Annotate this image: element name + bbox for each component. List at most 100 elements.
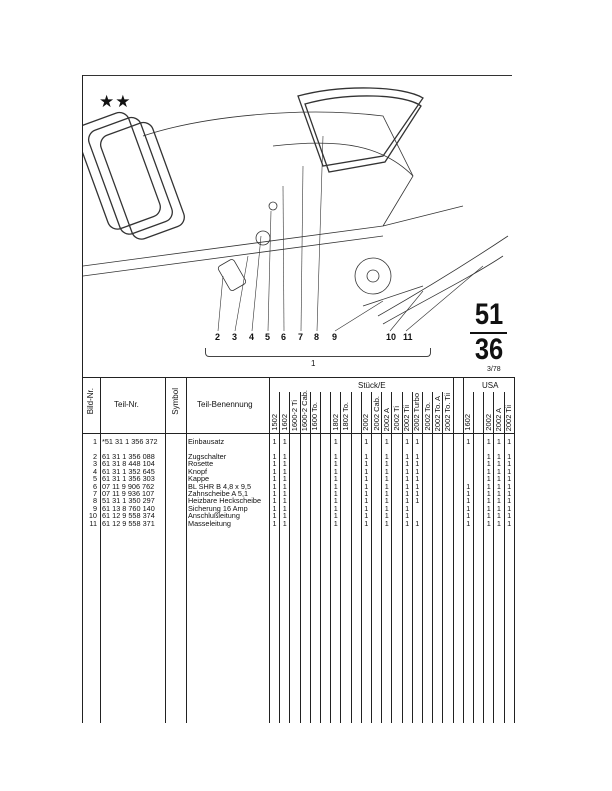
header-teil-benennung: Teil-Benennung — [197, 400, 253, 409]
row-quantity: 1 — [405, 459, 410, 469]
row-quantity: 1 — [364, 466, 369, 476]
exploded-view-illustration — [83, 87, 509, 332]
column-divider — [493, 392, 495, 723]
row-quantity: 1 — [282, 466, 287, 476]
callout-6: 6 — [281, 332, 287, 342]
row-quantity: 1 — [282, 459, 287, 469]
column-divider — [186, 377, 187, 723]
row-teil-nr: 61 31 8 448 104 — [102, 459, 155, 469]
row-teil-nr: *51 31 1 356 372 — [102, 437, 158, 446]
row-quantity: 1 — [507, 503, 512, 513]
callout-3: 3 — [232, 332, 238, 342]
row-bild-nr: 11 — [89, 518, 97, 528]
row-quantity: 1 — [384, 459, 389, 469]
row-teil-benennung: Heizbare Heckscheibe — [188, 496, 262, 506]
row-quantity: 1 — [364, 489, 369, 498]
row-quantity: 1 — [405, 452, 410, 461]
row-quantity: 1 — [415, 496, 420, 506]
model-column-header: 1802 To. — [340, 402, 350, 431]
frame-left-border — [82, 75, 83, 723]
row-quantity: 1 — [384, 474, 389, 484]
column-divider — [473, 392, 474, 723]
frame-top-border — [82, 75, 512, 76]
model-column-header: 2002 A — [493, 407, 503, 431]
row-quantity: 1 — [272, 496, 277, 506]
row-teil-benennung: Kappe — [188, 474, 210, 484]
column-divider — [289, 392, 291, 723]
row-quantity: 1 — [486, 459, 491, 469]
row-quantity: 1 — [466, 481, 471, 491]
model-column-header: 2002 Ti — [391, 406, 401, 431]
model-column-header: 2002 Tii — [504, 404, 514, 431]
model-column-header: 2002 To. A — [432, 395, 442, 431]
row-teil-benennung: Knopf — [188, 466, 208, 476]
row-quantity: 1 — [384, 437, 389, 446]
row-quantity: 1 — [496, 481, 501, 491]
row-quantity: 1 — [405, 481, 410, 491]
callout-11: 11 — [403, 332, 413, 342]
row-quantity: 1 — [486, 496, 491, 506]
column-divider — [411, 392, 413, 723]
table-top-border — [82, 377, 514, 378]
switch-assembly — [217, 201, 278, 291]
row-quantity: 1 — [405, 466, 410, 476]
row-quantity: 1 — [282, 489, 287, 498]
row-quantity: 1 — [496, 511, 501, 521]
header-symbol: Symbol — [171, 388, 180, 415]
model-column-header: 1600-2 Cab. — [300, 389, 310, 431]
row-quantity: 1 — [384, 481, 389, 491]
model-column-header: 2002 — [483, 414, 493, 431]
row-quantity: 1 — [415, 452, 420, 461]
row-quantity: 1 — [272, 481, 277, 491]
row-quantity: 1 — [466, 518, 471, 528]
row-teil-benennung: Sicherung 16 Amp — [188, 503, 248, 513]
row-quantity: 1 — [496, 459, 501, 469]
row-quantity: 1 — [282, 474, 287, 484]
car-body-line — [83, 205, 464, 267]
row-teil-nr: 61 12 9 558 374 — [102, 511, 155, 521]
column-divider — [401, 392, 403, 723]
row-quantity: 1 — [333, 452, 338, 461]
column-divider — [320, 392, 321, 723]
row-quantity: 1 — [415, 518, 420, 528]
row-quantity: 1 — [486, 452, 491, 461]
callout-5: 5 — [265, 332, 271, 342]
row-bild-nr: 2 — [92, 452, 97, 461]
column-divider — [360, 392, 362, 723]
row-quantity: 1 — [384, 466, 389, 476]
callout-7: 7 — [298, 332, 304, 342]
row-quantity: 1 — [384, 452, 389, 461]
row-quantity: 1 — [333, 518, 338, 528]
row-quantity: 1 — [496, 474, 501, 484]
row-quantity: 1 — [333, 489, 338, 498]
row-quantity: 1 — [364, 496, 369, 506]
row-quantity: 1 — [507, 459, 512, 469]
row-quantity: 1 — [496, 503, 501, 513]
row-quantity: 1 — [486, 474, 491, 484]
row-quantity: 1 — [496, 518, 501, 528]
model-column-header: 2002 To. — [422, 402, 432, 431]
row-quantity: 1 — [486, 466, 491, 476]
row-quantity: 1 — [282, 452, 287, 461]
model-column-header: 2002 — [361, 414, 371, 431]
row-quantity: 1 — [272, 518, 277, 528]
column-divider — [432, 392, 434, 723]
model-column-header: 1600 To. — [310, 402, 320, 431]
row-quantity: 1 — [364, 481, 369, 491]
wire-harness — [362, 235, 509, 325]
row-quantity: 1 — [333, 511, 338, 521]
row-quantity: 1 — [486, 437, 491, 446]
header-teil-nr: Teil-Nr. — [114, 400, 139, 409]
assembly-brace — [205, 348, 431, 357]
row-quantity: 1 — [272, 437, 277, 446]
row-quantity: 1 — [415, 481, 420, 491]
row-bild-nr: 8 — [92, 496, 97, 506]
row-quantity: 1 — [466, 489, 471, 498]
row-quantity: 1 — [272, 466, 277, 476]
row-bild-nr: 5 — [92, 474, 97, 484]
row-quantity: 1 — [272, 474, 277, 484]
row-quantity: 1 — [364, 518, 369, 528]
row-quantity: 1 — [507, 452, 512, 461]
row-quantity: 1 — [333, 466, 338, 476]
row-bild-nr: 1 — [92, 437, 97, 446]
